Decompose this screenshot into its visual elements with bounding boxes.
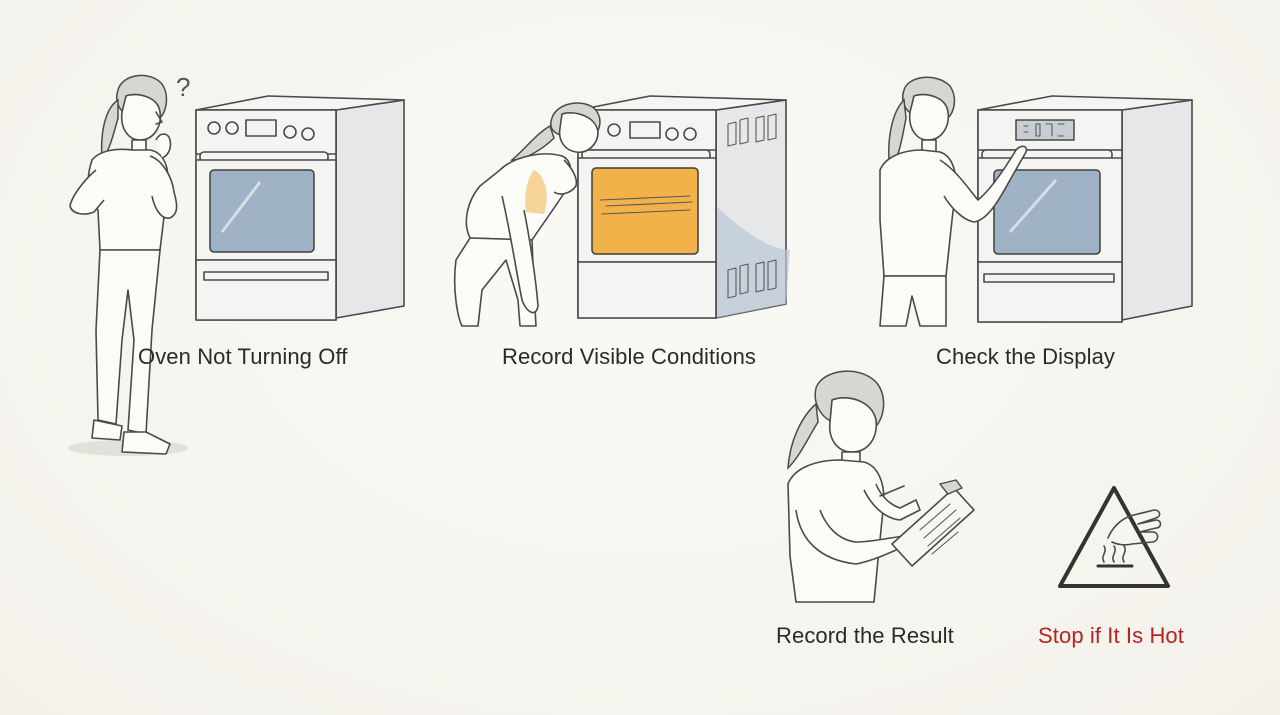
question-mark-icon: ? bbox=[176, 72, 190, 102]
clipboard-icon bbox=[891, 479, 975, 567]
step-label-record-the-result: Record the Result bbox=[776, 623, 954, 648]
check-display-illustration bbox=[879, 76, 1193, 327]
woman-figure-4 bbox=[787, 370, 921, 603]
step-label-record-visible-conditions: Record Visible Conditions bbox=[502, 344, 757, 369]
confused-woman-oven-illustration: ? bbox=[68, 72, 405, 456]
hot-surface-warning-icon bbox=[1058, 486, 1170, 588]
inspect-oven-illustration bbox=[453, 95, 790, 327]
oven-1 bbox=[195, 95, 405, 321]
woman-figure-1 bbox=[69, 74, 178, 455]
step-record-visible-conditions: Record Visible Conditions bbox=[440, 0, 820, 380]
woman-figure-2 bbox=[453, 102, 601, 327]
step-label-stop-if-it-is-hot: Stop if It Is Hot bbox=[1038, 623, 1184, 648]
step-record-the-result: Record the Result bbox=[760, 360, 1000, 660]
step-label-oven-not-turning-off: Oven Not Turning Off bbox=[138, 344, 348, 369]
oven-3 bbox=[977, 95, 1193, 323]
oven-2 bbox=[577, 95, 790, 319]
oven-light-icon bbox=[591, 167, 699, 255]
step-stop-if-it-is-hot: Stop if It Is Hot bbox=[1030, 470, 1280, 670]
woman-figure-3 bbox=[879, 76, 1028, 327]
clipboard-woman-illustration bbox=[787, 370, 975, 603]
step-check-the-display: Check the Display bbox=[860, 0, 1280, 380]
step-label-check-the-display: Check the Display bbox=[936, 344, 1115, 369]
display-icon bbox=[1015, 119, 1075, 141]
step-oven-not-turning-off: ? Oven Not Turning Off bbox=[0, 0, 420, 470]
